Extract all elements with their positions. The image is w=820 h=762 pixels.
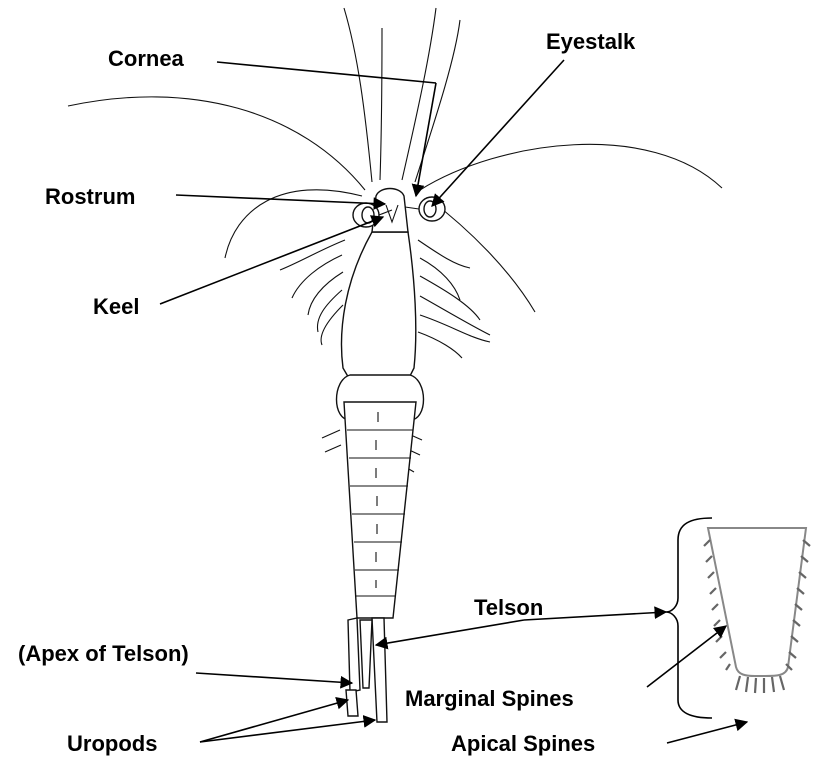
rostrum-leader bbox=[176, 195, 385, 204]
telson-leader-a bbox=[376, 620, 524, 645]
carapace bbox=[342, 232, 416, 380]
uropods-leader-b bbox=[200, 720, 375, 742]
label-marginal-spines: Marginal Spines bbox=[405, 688, 574, 710]
telson-small bbox=[360, 620, 372, 688]
label-apical-spines: Apical Spines bbox=[451, 733, 595, 755]
cornea-leader bbox=[217, 62, 436, 83]
leader-lines bbox=[160, 60, 747, 743]
telson-detail bbox=[666, 518, 810, 718]
abdomen bbox=[344, 402, 416, 618]
apex-leader bbox=[196, 673, 352, 683]
label-eyestalk: Eyestalk bbox=[546, 31, 635, 53]
telson-leader-b bbox=[524, 612, 666, 620]
label-telson: Telson bbox=[474, 597, 543, 619]
label-apex-of-telson: (Apex of Telson) bbox=[18, 643, 189, 665]
eyestalk-leader bbox=[432, 60, 564, 206]
label-keel: Keel bbox=[93, 296, 139, 318]
apical-spines-leader bbox=[667, 722, 747, 743]
marginal-spines-leader bbox=[647, 626, 726, 687]
label-cornea: Cornea bbox=[108, 48, 184, 70]
label-rostrum: Rostrum bbox=[45, 186, 135, 208]
label-uropods: Uropods bbox=[67, 733, 157, 755]
uropods-leader-a bbox=[200, 700, 348, 742]
